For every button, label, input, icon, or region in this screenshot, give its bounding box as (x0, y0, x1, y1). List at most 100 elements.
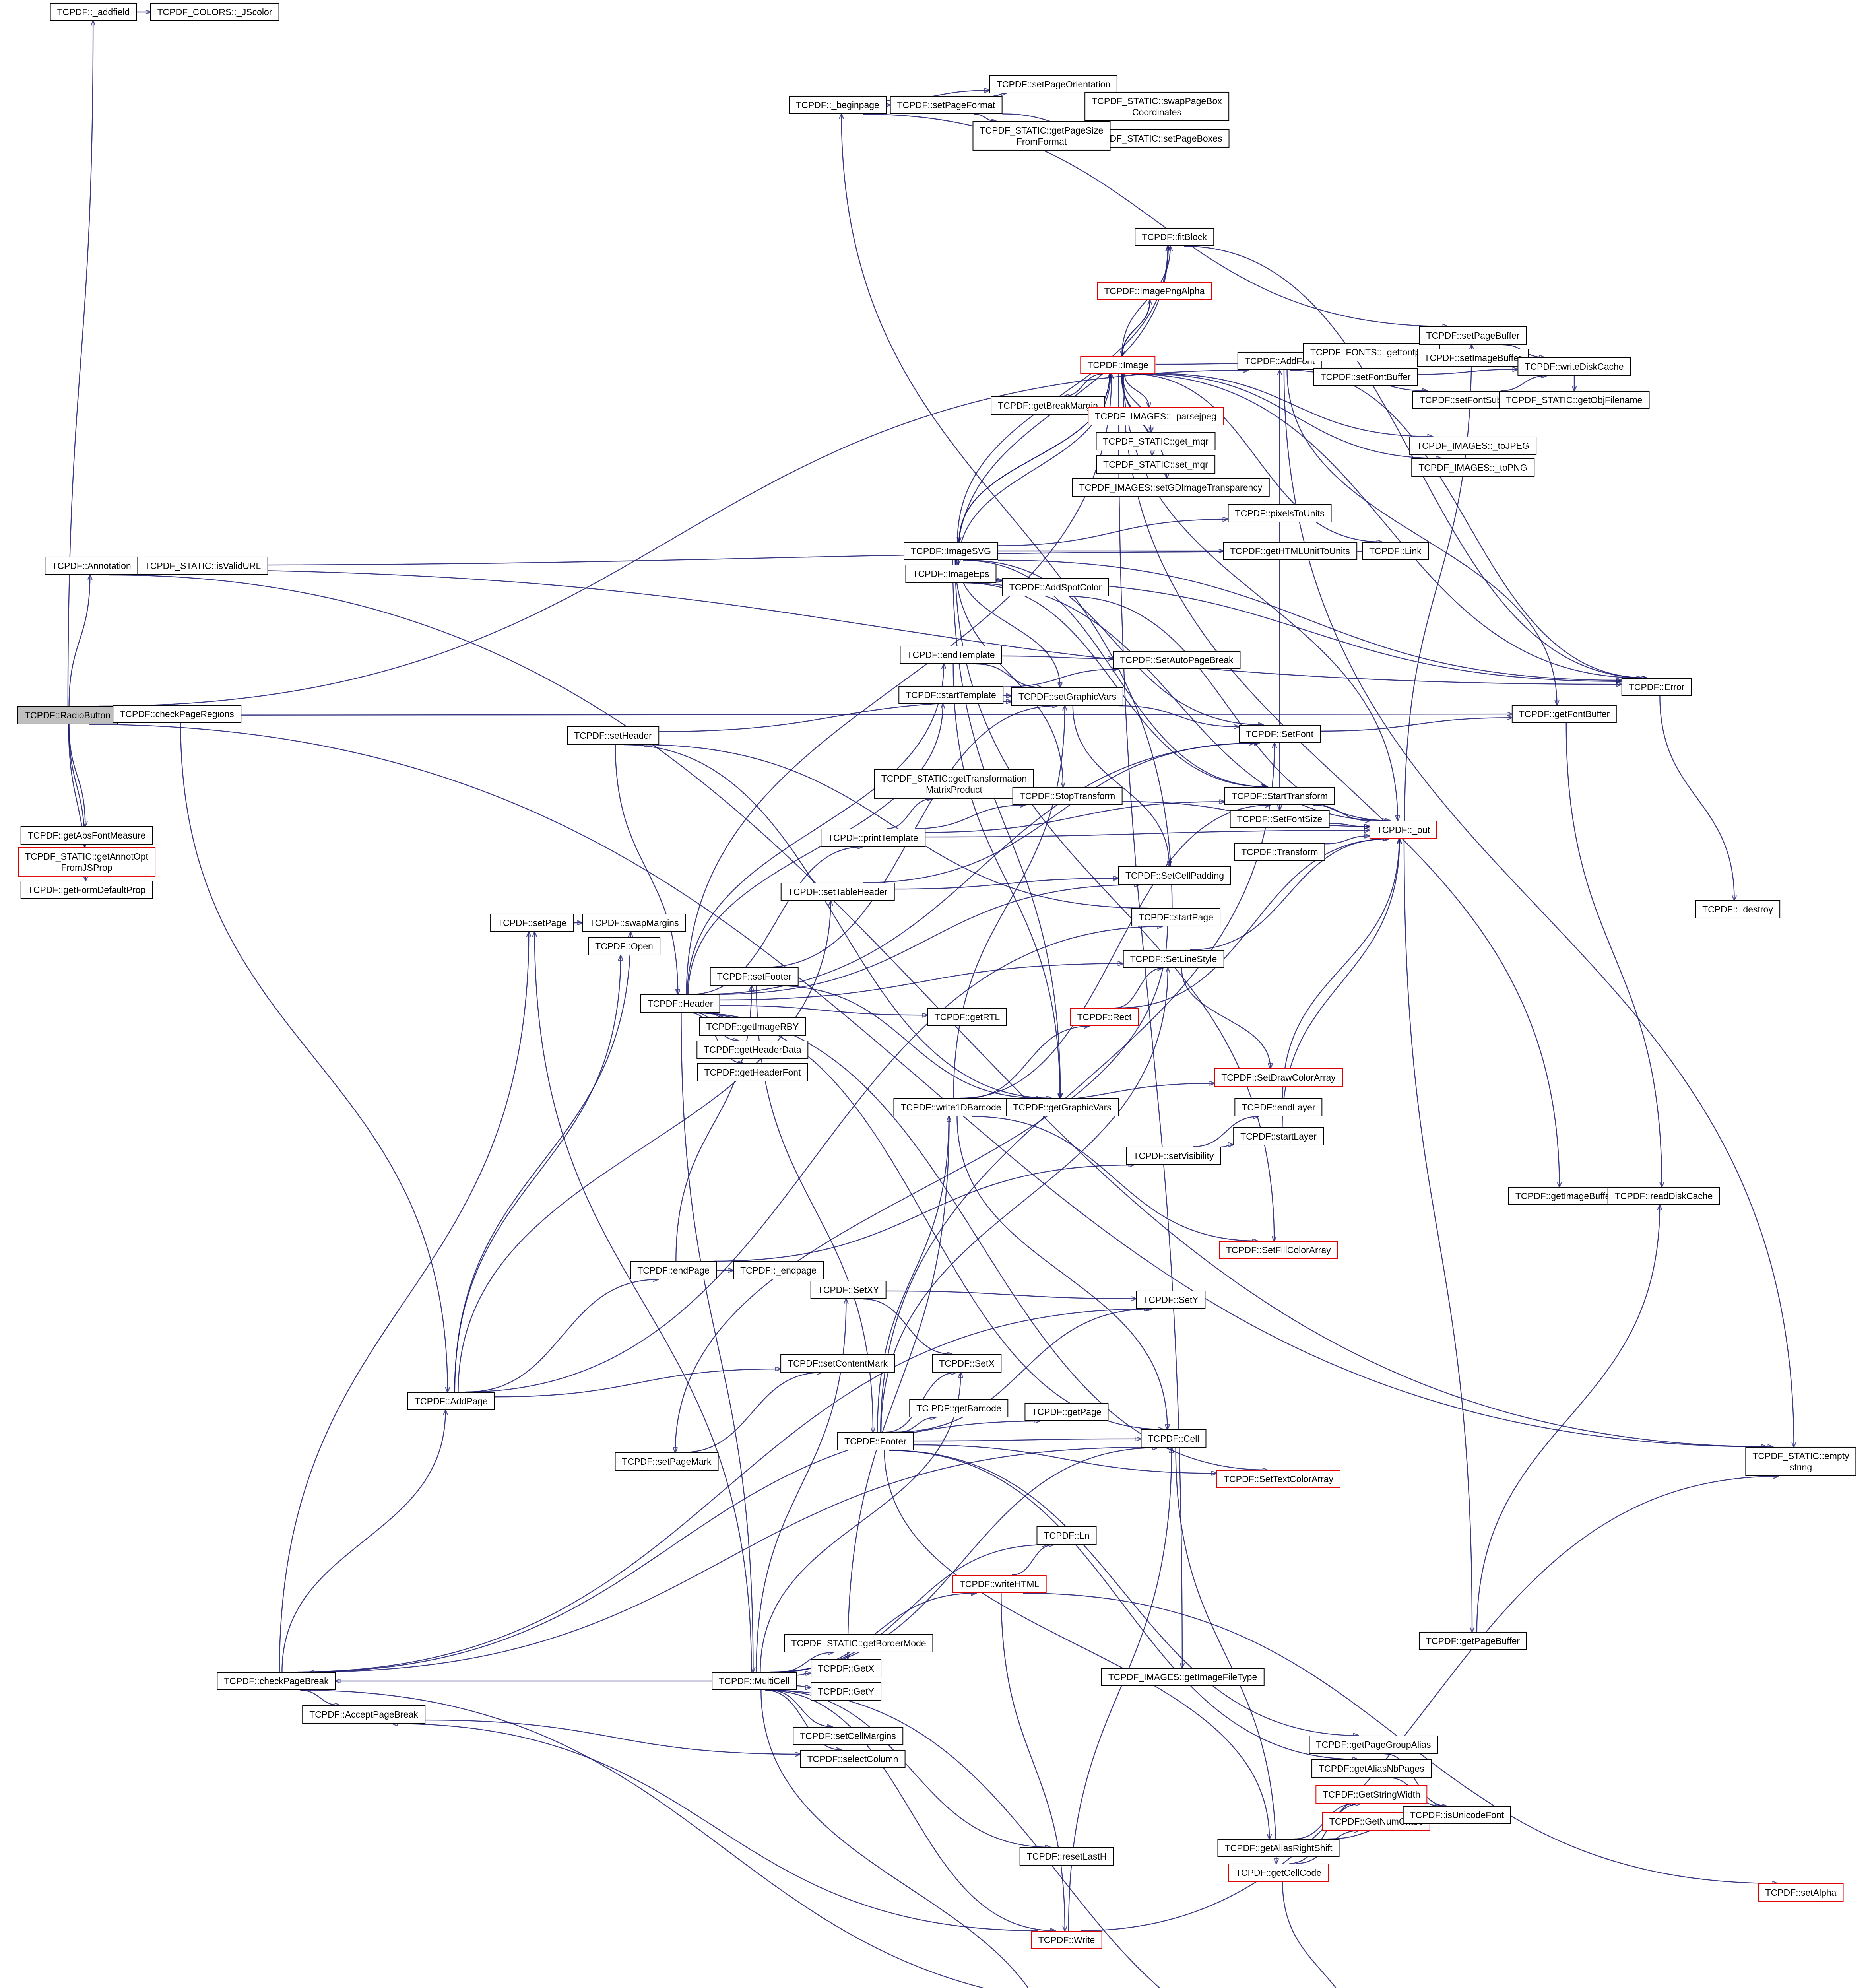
graph-node-getimagerby[interactable]: TCPDF::getImageRBY (699, 1017, 806, 1036)
graph-node-writehtml[interactable]: TCPDF::writeHTML (952, 1574, 1047, 1594)
graph-node-rect[interactable]: TCPDF::Rect (1070, 1008, 1139, 1027)
graph-node-starttransform[interactable]: TCPDF::StartTransform (1224, 786, 1335, 806)
graph-node-getobjfilename[interactable]: TCPDF_STATIC::getObjFilename (1499, 390, 1650, 410)
graph-node-readdiskcache[interactable]: TCPDF::readDiskCache (1607, 1186, 1720, 1206)
graph-node-setpage[interactable]: TCPDF::setPage (490, 913, 574, 932)
graph-node-selectcolumn[interactable]: TCPDF::selectColumn (800, 1749, 906, 1769)
graph-node-topng[interactable]: TCPDF_IMAGES::_toPNG (1411, 458, 1534, 477)
graph-node-getheaderfont[interactable]: TCPDF::getHeaderFont (697, 1063, 808, 1082)
graph-node-stoptransform[interactable]: TCPDF::StopTransform (1012, 786, 1123, 806)
graph-node-getimagebuffer[interactable]: TCPDF::getImageBuffer (1508, 1186, 1621, 1206)
graph-node-setmqr[interactable]: TCPDF_STATIC::set_mqr (1096, 455, 1215, 474)
graph-node-checkpagebreak[interactable]: TCPDF::checkPageBreak (217, 1672, 336, 1691)
graph-node-gety[interactable]: TCPDF::GetY (811, 1682, 881, 1701)
graph-node-getbreakmargin[interactable]: TCPDF::getBreakMargin (991, 396, 1105, 415)
graph-node-gettransformationmatrixproduct[interactable]: TCPDF_STATIC::getTransformation MatrixPr… (874, 769, 1034, 799)
graph-node-setfillcolorarray[interactable]: TCPDF::SetFillColorArray (1219, 1241, 1338, 1260)
graph-node-setcontentmark[interactable]: TCPDF::setContentMark (780, 1354, 895, 1373)
graph-node-setheader[interactable]: TCPDF::setHeader (567, 726, 659, 745)
graph-node-isunicodefont[interactable]: TCPDF::isUnicodeFont (1403, 1806, 1511, 1825)
graph-node-setgraphicvars[interactable]: TCPDF::setGraphicVars (1011, 687, 1124, 706)
graph-node-setx[interactable]: TCPDF::SetX (932, 1354, 1002, 1373)
graph-node-settableheader[interactable]: TCPDF::setTableHeader (780, 882, 895, 901)
graph-node-pixelstounits[interactable]: TCPDF::pixelsToUnits (1228, 504, 1332, 523)
graph-node-setfontbuffer[interactable]: TCPDF::setFontBuffer (1313, 367, 1418, 386)
graph-node-setdrawcolorarray[interactable]: TCPDF::SetDrawColorArray (1214, 1068, 1343, 1087)
graph-node-checkpageregions[interactable]: TCPDF::checkPageRegions (113, 705, 241, 724)
graph-node-isvalidurl[interactable]: TCPDF_STATIC::isValidURL (137, 556, 268, 575)
graph-node-startlayer[interactable]: TCPDF::startLayer (1233, 1127, 1324, 1146)
graph-node-settextcolorarray[interactable]: TCPDF::SetTextColorArray (1216, 1470, 1341, 1489)
graph-node-getcellcode[interactable]: TCPDF::getCellCode (1228, 1863, 1329, 1882)
graph-node-setlinestyle[interactable]: TCPDF::SetLineStyle (1123, 949, 1224, 969)
graph-node-swapmargins[interactable]: TCPDF::swapMargins (582, 913, 686, 932)
graph-node-getaliasrightshift[interactable]: TCPDF::getAliasRightShift (1217, 1839, 1340, 1858)
graph-node-getformdefaultprop[interactable]: TCPDF::getFormDefaultProp (20, 880, 153, 899)
graph-node-out[interactable]: TCPDF::_out (1369, 820, 1437, 839)
graph-node-starttemplate[interactable]: TCPDF::startTemplate (898, 685, 1003, 705)
graph-node-writediskcache[interactable]: TCPDF::writeDiskCache (1517, 357, 1631, 376)
graph-node-setfontsize[interactable]: TCPDF::SetFontSize (1230, 810, 1330, 829)
graph-node-getaliasnbpages[interactable]: TCPDF::getAliasNbPages (1311, 1759, 1432, 1778)
graph-node-setgdimagetransparency[interactable]: TCPDF_IMAGES::setGDImageTransparency (1072, 478, 1270, 497)
graph-node-open[interactable]: TCPDF::Open (588, 937, 660, 956)
graph-node-imagepngalpha[interactable]: TCPDF::ImagePngAlpha (1097, 282, 1212, 301)
graph-node-setfooter[interactable]: TCPDF::setFooter (710, 967, 799, 986)
graph-node-tojpeg[interactable]: TCPDF_IMAGES::_toJPEG (1409, 436, 1536, 455)
graph-node-setpageformat[interactable]: TCPDF::setPageFormat (890, 95, 1003, 115)
graph-node-destroy[interactable]: TCPDF::_destroy (1695, 900, 1780, 919)
graph-node-setautopagebreak[interactable]: TCPDF::SetAutoPageBreak (1113, 650, 1241, 670)
graph-node-getannotoptfromjsprop[interactable]: TCPDF_STATIC::getAnnotOpt FromJSProp (18, 847, 155, 877)
graph-node-imageeps[interactable]: TCPDF::ImageEps (905, 564, 997, 583)
graph-node-sety[interactable]: TCPDF::SetY (1136, 1290, 1206, 1309)
graph-node-endpage[interactable]: TCPDF::endPage (630, 1261, 717, 1280)
graph-node-getfontbuffer[interactable]: TCPDF::getFontBuffer (1511, 705, 1617, 724)
graph-node-getbordermode[interactable]: TCPDF_STATIC::getBorderMode (784, 1634, 933, 1653)
graph-node-jscolor[interactable]: TCPDF_COLORS::_JScolor (150, 2, 279, 21)
graph-node-setvisibility[interactable]: TCPDF::setVisibility (1126, 1146, 1221, 1165)
graph-node-endlayer[interactable]: TCPDF::endLayer (1234, 1098, 1323, 1117)
graph-node-imagesvg[interactable]: TCPDF::ImageSVG (904, 542, 998, 561)
graph-node-header[interactable]: TCPDF::Header (640, 994, 720, 1013)
graph-node-write[interactable]: TCPDF::Write (1031, 1930, 1102, 1949)
graph-node-addpage[interactable]: TCPDF::AddPage (407, 1392, 495, 1411)
graph-node-endtemplate[interactable]: TCPDF::endTemplate (900, 645, 1002, 664)
graph-node-ln[interactable]: TCPDF::Ln (1036, 1526, 1097, 1545)
graph-node-cell[interactable]: TCPDF::Cell (1141, 1429, 1207, 1448)
graph-node-fitblock[interactable]: TCPDF::fitBlock (1135, 227, 1214, 247)
graph-node-getgraphicvars[interactable]: TCPDF::getGraphicVars (1006, 1098, 1119, 1117)
graph-node-setxy[interactable]: TCPDF::SetXY (810, 1280, 887, 1299)
graph-node-setcellpadding[interactable]: TCPDF::SetCellPadding (1118, 866, 1231, 885)
graph-node-resetlasth[interactable]: TCPDF::resetLastH (1019, 1847, 1114, 1866)
graph-node-setimagebuffer[interactable]: TCPDF::setImageBuffer (1417, 348, 1529, 367)
graph-node-setpageorientation[interactable]: TCPDF::setPageOrientation (989, 75, 1118, 94)
graph-node-getabsfontmeasure[interactable]: TCPDF::getAbsFontMeasure (20, 826, 153, 845)
graph-node-getmqr[interactable]: TCPDF_STATIC::get_mqr (1096, 432, 1216, 451)
graph-node-getbarcode[interactable]: TC PDF::getBarcode (909, 1399, 1009, 1418)
graph-node-setalpha[interactable]: TCPDF::setAlpha (1758, 1883, 1844, 1902)
graph-node-getstringwidth[interactable]: TCPDF::GetStringWidth (1315, 1785, 1428, 1804)
graph-node-setcellmargins[interactable]: TCPDF::setCellMargins (793, 1726, 903, 1745)
graph-node-setfont[interactable]: TCPDF::SetFont (1239, 724, 1321, 744)
graph-node-getpagebuffer[interactable]: TCPDF::getPageBuffer (1418, 1631, 1527, 1650)
graph-node-addspotcolor[interactable]: TCPDF::AddSpotColor (1002, 578, 1109, 597)
graph-node-printtemplate[interactable]: TCPDF::printTemplate (821, 828, 925, 847)
graph-node-getpagesizefromformat[interactable]: TCPDF_STATIC::getPageSize FromFormat (972, 121, 1111, 151)
graph-node-footer[interactable]: TCPDF::Footer (837, 1432, 914, 1451)
graph-node-acceptpagebreak[interactable]: TCPDF::AcceptPageBreak (302, 1705, 425, 1724)
graph-node-emptystring[interactable]: TCPDF_STATIC::empty string (1745, 1446, 1856, 1477)
graph-node-link[interactable]: TCPDF::Link (1362, 542, 1429, 561)
graph-node-parsejpeg[interactable]: TCPDF_IMAGES::_parsejpeg (1088, 407, 1224, 426)
graph-node-beginpage[interactable]: TCPDF::_beginpage (789, 95, 887, 115)
graph-node-setpagebuffer[interactable]: TCPDF::setPageBuffer (1419, 326, 1527, 345)
graph-node-transform[interactable]: TCPDF::Transform (1234, 843, 1325, 862)
graph-node-error[interactable]: TCPDF::Error (1621, 678, 1692, 697)
graph-node-endpage2[interactable]: TCPDF::_endpage (733, 1261, 824, 1280)
graph-node-getpagegroupalias[interactable]: TCPDF::getPageGroupAlias (1309, 1735, 1438, 1754)
graph-node-startpage[interactable]: TCPDF::startPage (1131, 908, 1220, 927)
graph-node-getheaderdata[interactable]: TCPDF::getHeaderData (696, 1040, 809, 1059)
graph-node-getx[interactable]: TCPDF::GetX (811, 1659, 881, 1678)
graph-node-setpagemark[interactable]: TCPDF::setPageMark (615, 1452, 719, 1471)
graph-node-gethtmlunittounits[interactable]: TCPDF::getHTMLUnitToUnits (1223, 542, 1357, 561)
graph-node-annotation[interactable]: TCPDF::Annotation (45, 556, 138, 575)
